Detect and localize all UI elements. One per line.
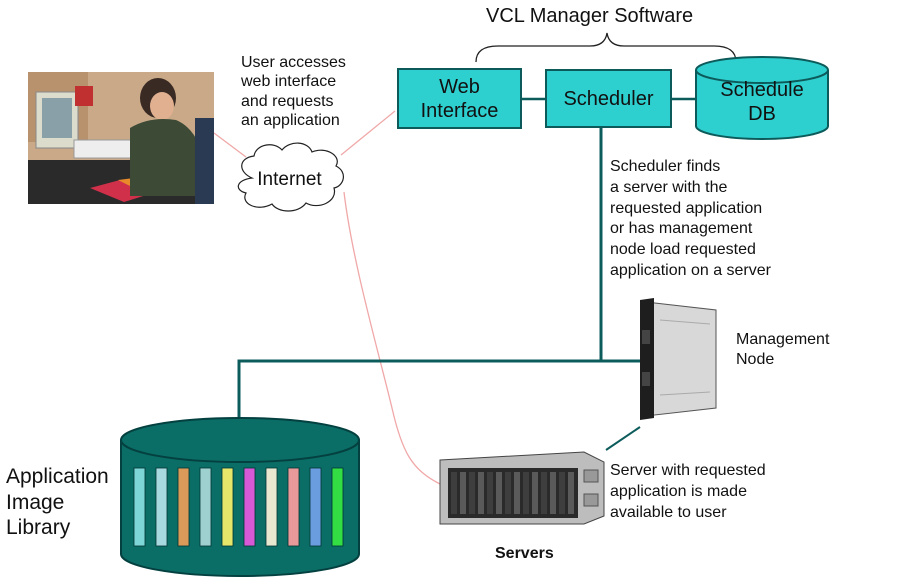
server-bay [550,472,556,514]
schedule-db-label: Schedule DB [720,79,804,125]
library-image-slot [243,467,256,547]
library-image-slot [331,467,344,547]
servers-label: Servers [495,545,554,562]
library-image-slot [133,467,146,547]
server-bay [460,472,466,514]
server-bay [514,472,520,514]
library-image-slots [133,467,344,547]
image-library-label: Application Image Library [6,465,109,540]
image-library-cylinder [120,417,360,577]
internet-servers-link [343,191,441,485]
server-bay [496,472,502,514]
server-bay [541,472,547,514]
internet-label: Internet [257,169,322,190]
blade-server-icon [640,298,717,420]
server-bay [559,472,565,514]
internet-cloud [237,142,344,212]
user-access-note: User accesses web interface and requests… [241,54,346,130]
web-interface-box: Web Interface [397,68,522,129]
management-node-label: Management Node [736,331,830,368]
vcl-manager-title: VCL Manager Software [486,5,694,27]
library-image-slot [199,467,212,547]
server-bay [469,472,475,514]
server-bay [523,472,529,514]
scheduler-box: Scheduler [545,69,672,128]
mgmt-node-to-servers-link [605,426,641,451]
server-chassis-icon [439,451,605,525]
server-bay [532,472,538,514]
network-backbone [237,128,603,430]
server-bay [505,472,511,514]
library-image-slot [221,467,234,547]
server-bay [568,472,574,514]
library-image-slot [265,467,278,547]
library-image-slot [287,467,300,547]
server-bay [487,472,493,514]
server-available-note: Server with requested application is mad… [610,462,766,521]
user-photo [28,72,214,204]
server-bay [478,472,484,514]
server-bay [451,472,457,514]
library-image-slot [155,467,168,547]
user-internet-link [213,132,247,158]
library-image-slot [309,467,322,547]
schedule-db-cylinder [695,56,829,140]
internet-web-link [340,110,396,156]
library-image-slot [177,467,190,547]
scheduler-note: Scheduler finds a server with the reques… [610,158,771,279]
software-brace [475,32,737,63]
